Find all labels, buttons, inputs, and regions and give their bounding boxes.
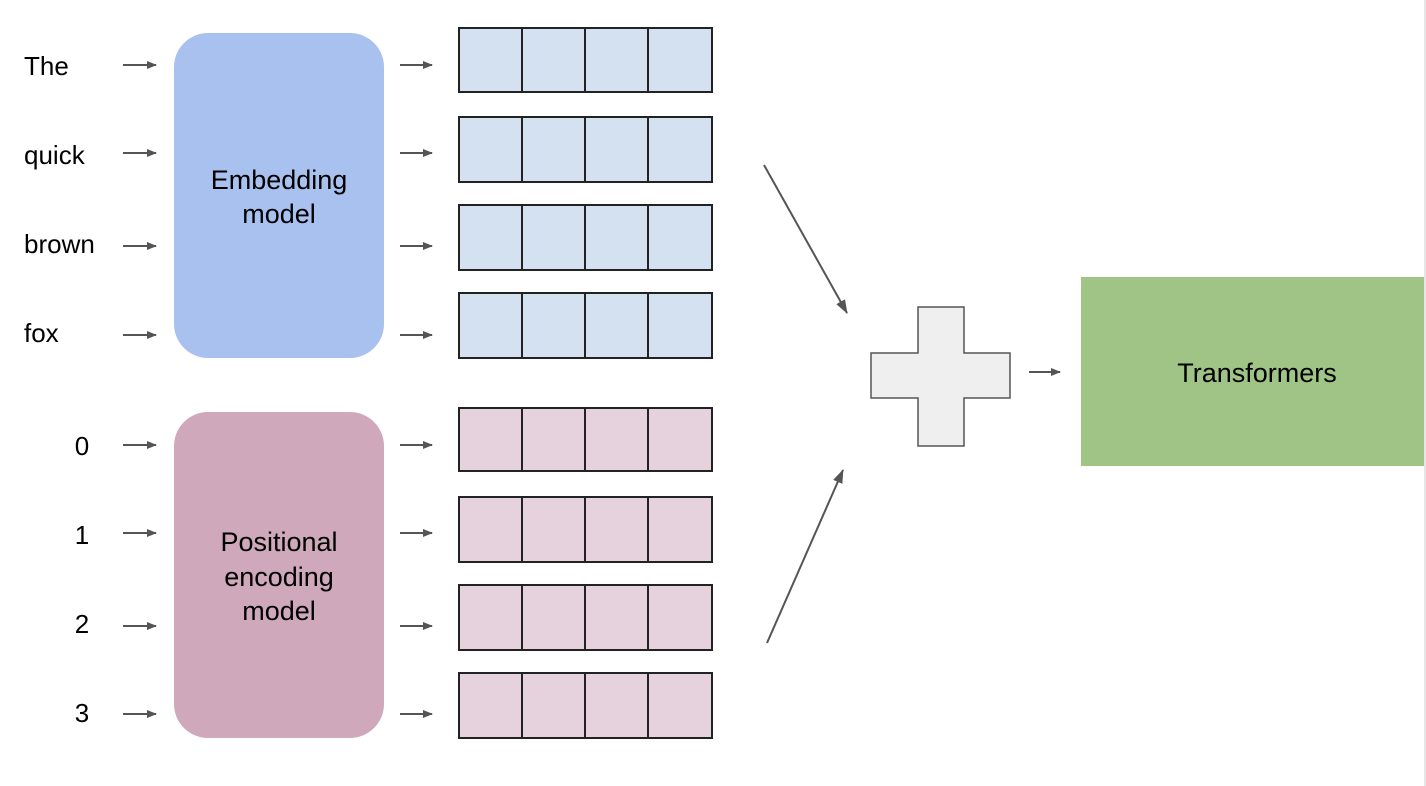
vector-cell	[647, 407, 713, 472]
vector-cell	[647, 672, 713, 739]
vector-cell	[458, 116, 523, 183]
transformers-label: Transformers	[1177, 358, 1337, 388]
vector-cell	[521, 584, 586, 651]
vector-cell	[584, 407, 649, 472]
vector-cell	[584, 116, 649, 183]
vector-cell	[521, 496, 586, 563]
vector-cell	[458, 496, 523, 563]
embedding-model-label-line1: Embedding	[211, 165, 348, 195]
vector-cell	[521, 292, 586, 359]
positional-model-label-line1: Positional	[220, 527, 337, 557]
vector-cell	[647, 584, 713, 651]
vector-cell	[458, 27, 523, 93]
merge-arrow-from-embeddings	[763, 164, 848, 314]
vector-cell	[647, 27, 713, 93]
token-label: quick	[24, 140, 86, 170]
vector-cell	[647, 292, 713, 359]
vector-cell	[647, 496, 713, 563]
position-label: 3	[75, 698, 89, 728]
vector-cell	[458, 584, 523, 651]
vector-cell	[584, 292, 649, 359]
positional-vectors	[458, 407, 713, 739]
position-label: 0	[75, 431, 89, 461]
merge-arrows	[763, 164, 848, 644]
vector-cell	[521, 116, 586, 183]
vector-cell	[647, 116, 713, 183]
vector-cell	[458, 292, 523, 359]
token-label: brown	[24, 229, 95, 259]
vector-cell	[584, 27, 649, 93]
positional-vector	[458, 407, 713, 472]
embedding-model-label-line2: model	[242, 199, 316, 229]
vector-cell	[458, 672, 523, 739]
token-labels: The quick brown fox	[24, 51, 95, 348]
embedding-vectors	[458, 27, 713, 359]
vector-cell	[647, 204, 713, 271]
embedding-model-shape	[174, 33, 384, 358]
positional-encoding-model-box: Positional encoding model	[174, 412, 384, 738]
position-label: 2	[75, 609, 89, 639]
transformers-shape	[1081, 277, 1424, 466]
output-arrows	[400, 61, 433, 718]
vector-cell	[584, 584, 649, 651]
token-label: The	[24, 51, 69, 81]
positional-vector	[458, 672, 713, 739]
positional-vector	[458, 496, 713, 563]
vector-cell	[521, 204, 586, 271]
embedding-vector	[458, 292, 713, 359]
position-labels: 0 1 2 3	[75, 431, 89, 728]
vector-cell	[458, 204, 523, 271]
position-label: 1	[75, 520, 89, 550]
positional-vector	[458, 584, 713, 651]
vector-cell	[521, 27, 586, 93]
vector-cell	[584, 496, 649, 563]
plus-icon	[870, 306, 1011, 447]
input-arrows	[123, 61, 157, 718]
vector-cell	[521, 407, 586, 472]
embedding-vector	[458, 204, 713, 271]
positional-model-label-line3: model	[242, 596, 316, 626]
positional-model-label-line2: encoding	[224, 562, 334, 592]
vector-cell	[521, 672, 586, 739]
positional-model-shape	[174, 412, 384, 738]
embedding-model-box: Embedding model	[174, 33, 384, 358]
vector-cell	[458, 407, 523, 472]
embedding-vector	[458, 116, 713, 183]
token-label: fox	[24, 318, 59, 348]
embedding-vector	[458, 27, 713, 93]
merge-arrow-from-positional	[766, 469, 844, 644]
transformers-box: Transformers	[1081, 277, 1424, 466]
window-edge	[1424, 0, 1426, 786]
vector-cell	[584, 672, 649, 739]
vector-cell	[584, 204, 649, 271]
